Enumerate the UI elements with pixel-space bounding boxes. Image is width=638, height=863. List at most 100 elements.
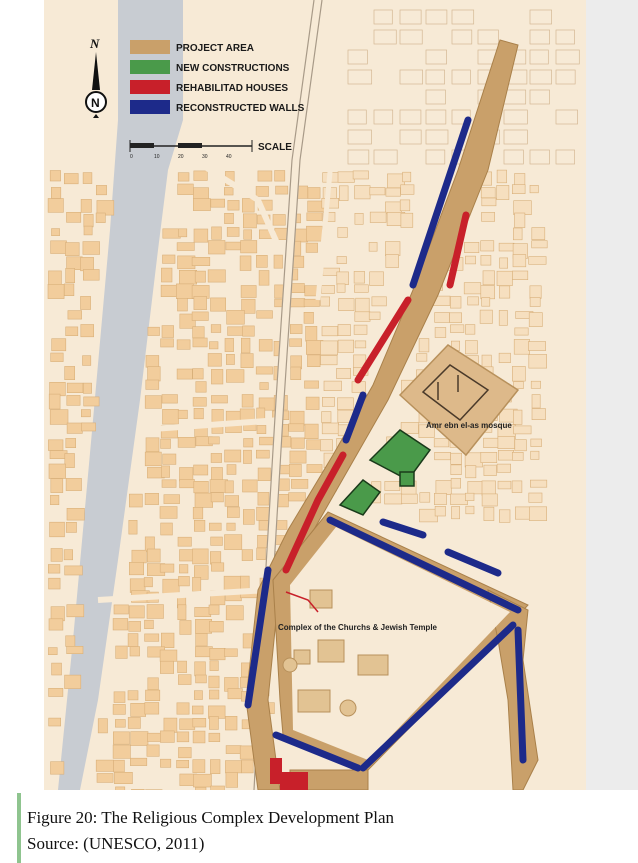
city-block	[178, 576, 190, 587]
city-block	[347, 149, 370, 165]
city-block	[256, 255, 268, 268]
city-block	[210, 785, 225, 790]
city-block	[193, 187, 209, 201]
city-block	[226, 227, 240, 237]
city-block	[288, 423, 305, 432]
city-block	[193, 228, 209, 243]
city-block	[498, 310, 508, 326]
city-block	[498, 242, 515, 252]
city-block	[373, 9, 393, 25]
city-block	[160, 730, 175, 743]
city-block	[207, 353, 222, 367]
city-block	[481, 212, 495, 222]
city-block	[480, 187, 496, 199]
complex-path	[285, 591, 319, 613]
city-block	[161, 479, 177, 488]
scale-tick-0: 0	[130, 154, 133, 160]
city-block	[112, 618, 129, 631]
legend-swatch-project-area	[130, 40, 170, 54]
city-block	[511, 184, 526, 194]
city-block	[177, 536, 192, 547]
city-block	[176, 731, 190, 743]
city-block	[320, 340, 338, 356]
city-block	[210, 324, 222, 333]
city-block	[464, 492, 475, 501]
city-block	[425, 89, 446, 105]
city-block	[48, 393, 61, 410]
city-block	[529, 49, 549, 65]
city-block	[144, 702, 160, 715]
city-block	[162, 453, 177, 465]
city-block	[113, 759, 125, 773]
city-block	[51, 228, 60, 237]
city-block	[51, 338, 67, 352]
city-block	[289, 298, 306, 308]
city-block	[65, 267, 76, 283]
city-block	[555, 149, 575, 165]
city-block	[224, 187, 234, 196]
scale-tick-2: 20	[178, 154, 184, 160]
reconstructed-walls	[244, 116, 527, 772]
city-block	[400, 184, 415, 195]
city-block	[227, 506, 240, 518]
city-block	[354, 311, 371, 322]
city-block	[242, 479, 258, 493]
city-block	[355, 297, 370, 314]
city-block	[225, 241, 241, 251]
city-block	[288, 492, 306, 502]
city-block	[210, 198, 226, 208]
city-block	[497, 449, 514, 461]
city-block	[399, 9, 422, 25]
city-block	[162, 228, 181, 239]
legend-label-reconstructed-walls: RECONSTRUCTED WALLS	[176, 103, 305, 114]
city-block	[496, 270, 513, 286]
city-block	[193, 464, 209, 476]
city-block	[464, 452, 483, 468]
city-block	[303, 311, 314, 324]
city-block	[464, 242, 480, 254]
city-block	[178, 674, 192, 685]
city-block	[531, 394, 541, 409]
city-block	[192, 576, 202, 592]
city-block	[321, 326, 338, 337]
city-block	[256, 449, 270, 459]
city-block	[227, 326, 244, 336]
city-block	[224, 213, 234, 224]
city-block	[162, 409, 179, 425]
city-block	[347, 129, 372, 145]
city-block	[80, 199, 92, 213]
city-block	[338, 298, 355, 311]
city-block	[434, 451, 451, 461]
city-block	[255, 186, 269, 197]
city-block	[498, 352, 511, 364]
city-block	[465, 465, 477, 479]
city-block	[177, 436, 196, 448]
city-block	[65, 438, 76, 448]
city-block	[434, 327, 447, 338]
city-block	[112, 704, 126, 715]
city-block	[529, 89, 550, 105]
city-block	[83, 269, 100, 281]
label-complex: Complex of the Churchs & Jewish Temple	[278, 623, 438, 632]
city-block	[450, 478, 462, 489]
city-block	[240, 575, 250, 591]
city-block	[322, 212, 336, 222]
city-block	[496, 463, 512, 473]
city-block	[50, 761, 65, 775]
city-block	[321, 422, 340, 435]
city-block	[241, 394, 254, 408]
city-block	[195, 674, 207, 684]
city-block	[527, 341, 546, 351]
city-block	[226, 369, 245, 383]
city-block	[176, 339, 191, 350]
city-block	[112, 744, 131, 759]
city-block	[513, 200, 532, 215]
city-block	[176, 242, 195, 251]
city-block	[144, 619, 154, 630]
city-block	[337, 339, 355, 353]
city-block	[528, 312, 543, 327]
city-block	[399, 69, 423, 85]
city-block	[50, 352, 64, 362]
city-block	[528, 256, 547, 265]
city-block	[497, 435, 515, 449]
